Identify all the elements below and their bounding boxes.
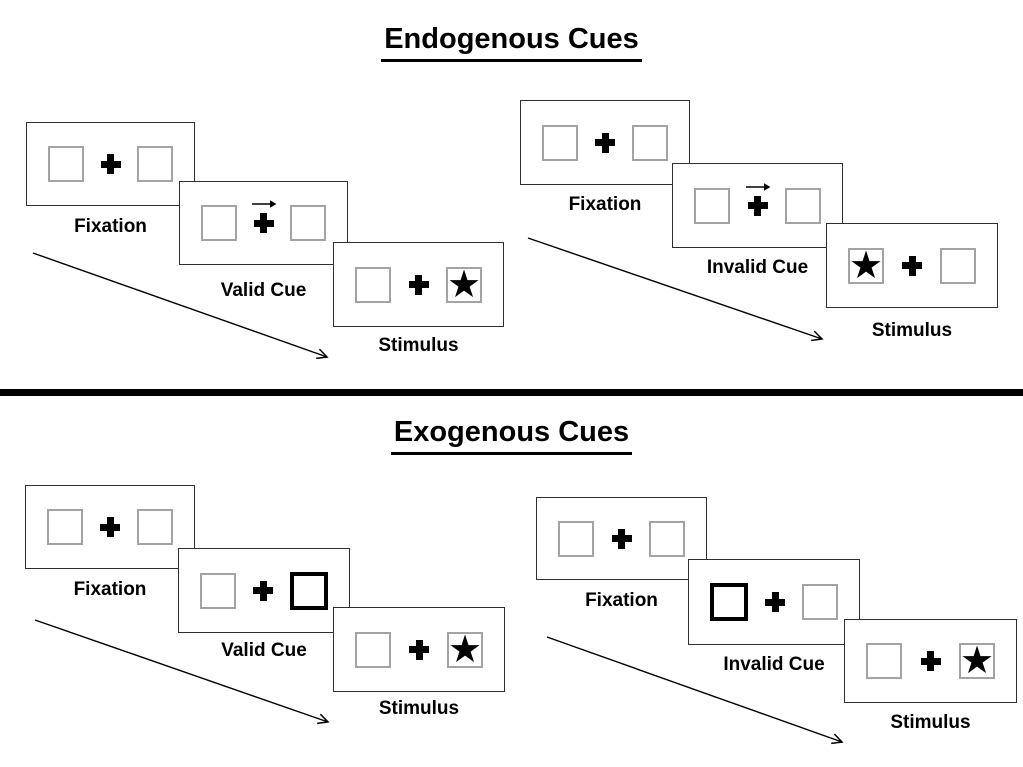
- cue-arrow-icon: [251, 200, 276, 208]
- frame-label: Invalid Cue: [706, 257, 809, 278]
- left-box: [558, 520, 594, 557]
- left-box: [694, 187, 730, 224]
- left-box: [201, 205, 237, 241]
- star-icon: ★: [848, 242, 884, 287]
- stimulus-frame: ★: [333, 242, 504, 327]
- fixation-cross-icon: [765, 592, 785, 612]
- frame-label: Stimulus: [890, 712, 971, 733]
- timeline-arrow: [546, 636, 842, 742]
- valid-cue-frame: [179, 181, 348, 265]
- fixation-frame: [520, 100, 690, 185]
- target-box: ★: [447, 626, 483, 671]
- stimulus-frame: ★: [844, 619, 1017, 703]
- section-title-endogenous: Endogenous Cues: [0, 23, 1023, 62]
- fixation-cross-icon: [902, 255, 922, 276]
- fixation-cross-icon: [611, 528, 632, 549]
- left-box: [355, 266, 391, 303]
- invalid-cue-frame: [672, 163, 843, 248]
- right-box: [632, 124, 668, 161]
- fixation-cross-icon: [100, 517, 120, 537]
- left-box: [200, 572, 236, 609]
- section-title-text: Endogenous Cues: [381, 23, 642, 62]
- section-title-text: Exogenous Cues: [390, 416, 633, 455]
- timeline-arrow: [34, 619, 328, 722]
- frame-label: Fixation: [568, 194, 642, 215]
- fixation-frame: [26, 122, 195, 206]
- cued-box: [290, 571, 328, 610]
- right-box: [785, 187, 821, 224]
- right-box: [649, 520, 685, 557]
- fixation-cross-icon: [253, 213, 274, 233]
- right-box: [137, 146, 173, 182]
- target-box: ★: [446, 261, 482, 306]
- invalid-cue-frame: [688, 559, 860, 645]
- right-box: [137, 509, 173, 545]
- right-box: [290, 205, 326, 241]
- timeline-arrow: [32, 252, 327, 357]
- star-icon: ★: [446, 261, 482, 306]
- valid-cue-frame: [178, 548, 350, 633]
- right-box: [802, 584, 838, 620]
- frame-label: Stimulus: [378, 698, 460, 719]
- frame-label: Fixation: [73, 579, 147, 600]
- frame-label: Fixation: [74, 216, 147, 237]
- section-title-exogenous: Exogenous Cues: [0, 416, 1023, 455]
- left-box: [355, 631, 391, 668]
- left-box: [866, 643, 902, 679]
- fixation-cross-icon: [100, 154, 121, 174]
- fixation-cross-icon: [409, 639, 429, 660]
- frame-label: Stimulus: [378, 335, 459, 356]
- frame-label: Stimulus: [871, 320, 953, 341]
- section-divider: [0, 389, 1023, 396]
- fixation-frame: [536, 497, 707, 580]
- cued-box: [710, 583, 748, 621]
- left-box: [48, 146, 84, 182]
- right-box: [940, 247, 976, 284]
- cue-center: [251, 200, 276, 233]
- fixation-cross-icon: [595, 132, 615, 153]
- target-box: ★: [848, 242, 884, 287]
- star-icon: ★: [959, 638, 995, 682]
- cue-center: [745, 182, 770, 216]
- cue-arrow-icon: [745, 182, 770, 191]
- fixation-cross-icon: [408, 274, 429, 295]
- fixation-cross-icon: [920, 651, 941, 671]
- fixation-cross-icon: [747, 195, 768, 216]
- left-box: [542, 124, 578, 161]
- frame-label: Invalid Cue: [723, 654, 825, 675]
- frame-label: Valid Cue: [221, 640, 307, 661]
- target-box: ★: [959, 638, 995, 682]
- star-icon: ★: [447, 626, 483, 671]
- fixation-cross-icon: [253, 580, 273, 601]
- fixation-frame: [25, 485, 195, 569]
- stimulus-frame: ★: [333, 607, 505, 692]
- timeline-arrow: [527, 237, 822, 339]
- frame-label: Valid Cue: [220, 280, 307, 301]
- frame-label: Fixation: [585, 590, 658, 611]
- stimulus-frame: ★: [826, 223, 998, 308]
- left-box: [47, 509, 83, 545]
